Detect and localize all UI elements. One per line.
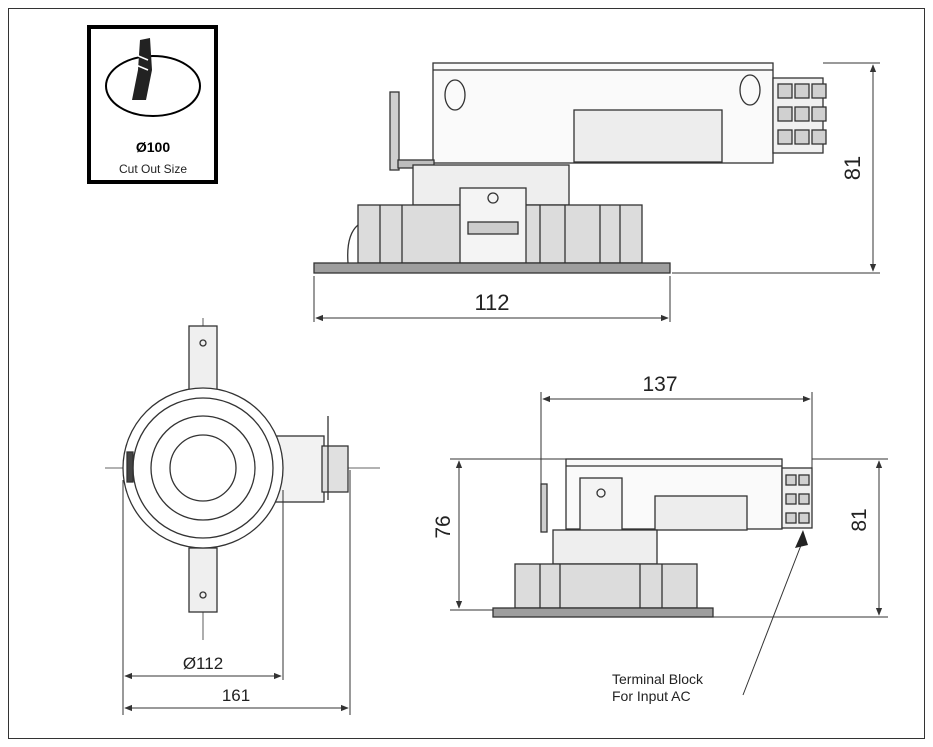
- terminal-block-side: [772, 77, 827, 154]
- cutout-diameter: Ø100: [136, 139, 170, 155]
- bottom-total-label: 161: [222, 686, 250, 705]
- callout-line1: Terminal Block: [612, 671, 704, 687]
- rear-height-right-dimension: [713, 458, 888, 618]
- bottom-view: [105, 318, 380, 640]
- rear-view: [492, 458, 813, 618]
- rear-height-right-label: 81: [848, 508, 871, 531]
- cutout-hole-icon: [105, 38, 201, 117]
- callout-line2: For Input AC: [612, 688, 691, 704]
- bottom-dia-dimension: [122, 480, 284, 715]
- side-width-dimension: [313, 276, 671, 322]
- terminal-block-callout: [742, 530, 808, 696]
- side-view: [313, 62, 827, 274]
- side-height-label: 81: [840, 156, 865, 180]
- cutout-badge: Ø100 Cut Out Size: [87, 25, 218, 184]
- terminal-block-rear: [781, 467, 813, 529]
- rear-height-left-dimension: [450, 458, 566, 611]
- rear-length-dimension: [540, 392, 813, 484]
- rear-length-label: 137: [642, 373, 677, 396]
- bottom-total-dimension: [124, 470, 351, 715]
- bottom-dia-label: Ø112: [183, 654, 223, 673]
- side-width-label: 112: [474, 290, 509, 315]
- cutout-caption: Cut Out Size: [119, 162, 187, 176]
- side-height-dimension: [672, 62, 880, 274]
- rear-height-left-label: 76: [432, 515, 455, 538]
